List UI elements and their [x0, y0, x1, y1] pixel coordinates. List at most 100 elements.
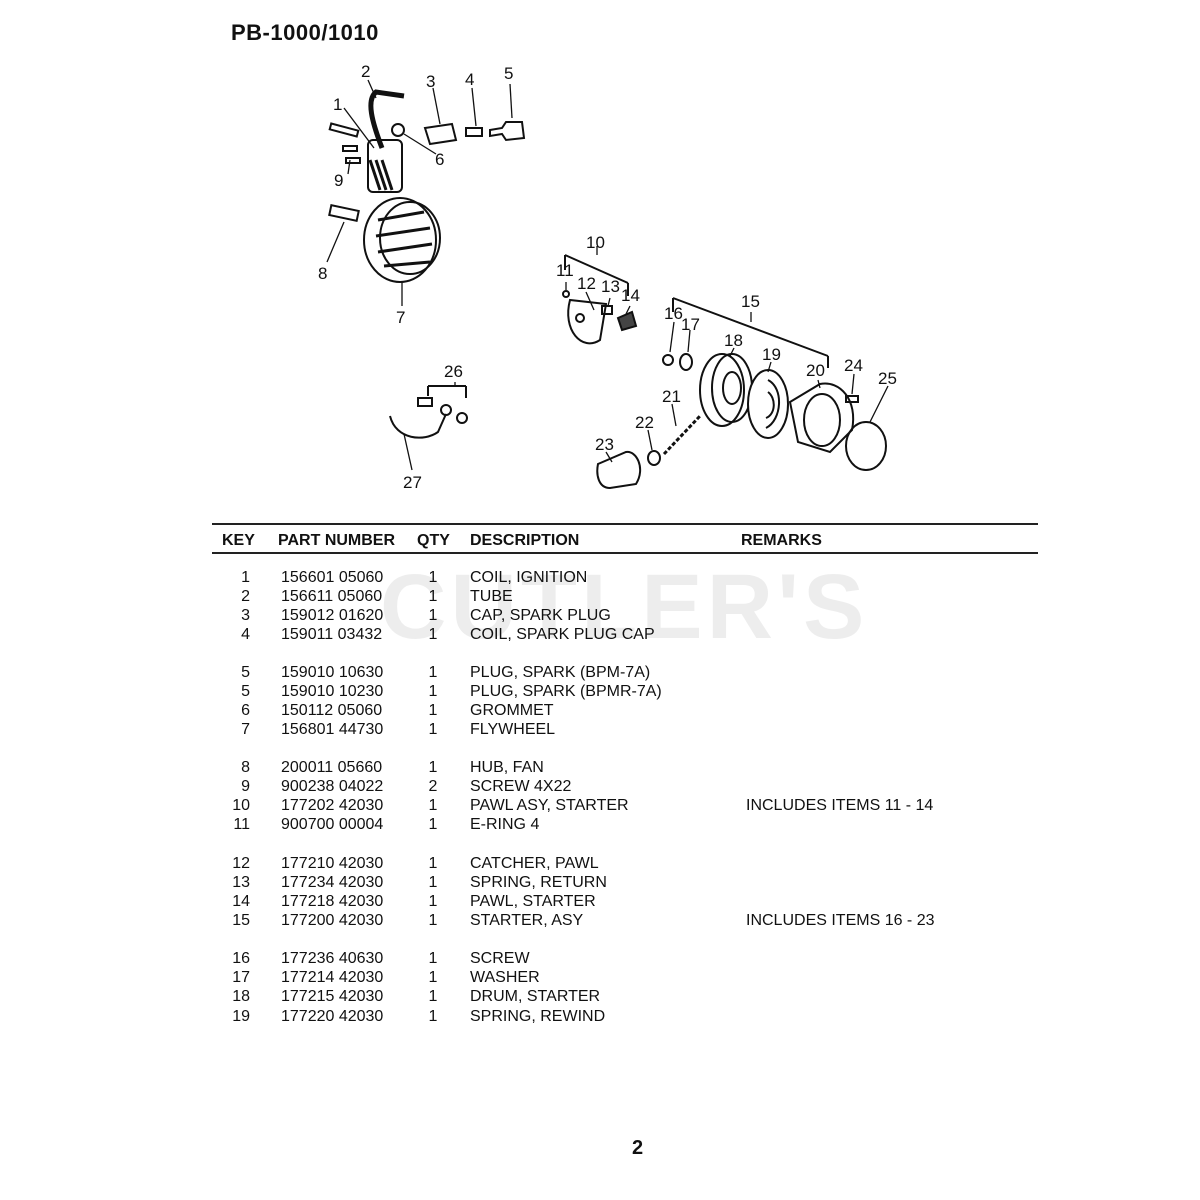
callout-6: 6	[435, 150, 444, 169]
watermark: CUTLER'S	[380, 556, 869, 658]
description-cell: SCREW 4X22	[470, 778, 572, 795]
key-cell: 15	[232, 912, 250, 929]
spark-plug-cap-drawing	[423, 122, 458, 146]
spark-plug-drawing	[489, 121, 526, 142]
part-number-cell: 177218 42030	[281, 893, 384, 910]
part-number-cell: 177202 42030	[281, 797, 384, 814]
qty-cell: 1	[428, 816, 438, 833]
description-cell: CATCHER, PAWL	[470, 855, 599, 872]
starter-rope-drawing	[662, 414, 702, 456]
page-number: 2	[632, 1137, 644, 1159]
part-number-cell: 900700 00004	[281, 816, 384, 833]
description-cell: PAWL, STARTER	[470, 893, 596, 910]
part-number-cell: 177200 42030	[281, 912, 384, 929]
qty-cell: 1	[428, 664, 438, 681]
part-number-cell: 159011 03432	[281, 626, 383, 643]
qty-cell: 1	[428, 912, 438, 929]
part-number-cell: 177214 42030	[281, 969, 384, 986]
key-cell: 19	[232, 1008, 250, 1025]
callout-15: 15	[741, 292, 760, 311]
callout-23: 23	[595, 435, 614, 454]
remarks-cell: INCLUDES ITEMS 16 - 23	[746, 912, 935, 929]
callout-12: 12	[577, 274, 596, 293]
description-cell: DRUM, STARTER	[470, 988, 601, 1005]
starter-handle-drawing	[596, 450, 642, 490]
key-cell: 5	[241, 664, 250, 681]
description-cell: TUBE	[470, 588, 513, 605]
tube-drawing	[368, 89, 405, 149]
part-number-cell: 177234 42030	[281, 874, 384, 891]
switch-nut-drawing	[440, 404, 452, 416]
qty-cell: 1	[428, 969, 438, 986]
key-cell: 13	[232, 874, 250, 891]
cap-coil-drawing	[465, 127, 483, 137]
col-header-qty: QTY	[417, 532, 450, 549]
switch-drawing	[417, 397, 433, 407]
callout-26: 26	[444, 362, 463, 381]
col-header-description: DESCRIPTION	[470, 532, 580, 549]
callout-9: 9	[334, 171, 343, 190]
part-number-cell: 159010 10230	[281, 683, 384, 700]
callout-3: 3	[426, 72, 435, 91]
callout-25: 25	[878, 369, 897, 388]
callout-1: 1	[333, 95, 342, 114]
description-cell: HUB, FAN	[470, 759, 544, 776]
pawl-drawing	[616, 310, 638, 332]
rope-guide-drawing	[647, 450, 661, 466]
callout-21: 21	[662, 387, 681, 406]
part-number-cell: 177220 42030	[281, 1008, 384, 1025]
flywheel-drawing	[363, 197, 441, 283]
description-cell: PLUG, SPARK (BPMR-7A)	[470, 683, 662, 700]
callout-27: 27	[403, 473, 422, 492]
part-number-cell: 150112 05060	[281, 702, 383, 719]
part-number-cell: 156611 05060	[281, 588, 383, 605]
key-cell: 9	[241, 778, 250, 795]
key-cell: 12	[232, 855, 250, 872]
screw-drawing	[345, 157, 361, 164]
callout-2: 2	[361, 62, 370, 81]
stop-wire-drawing	[389, 413, 447, 439]
return-spring-drawing	[601, 305, 613, 315]
table-header-rule	[212, 552, 1038, 554]
screw-drawing	[342, 145, 358, 152]
description-cell: STARTER, ASY	[470, 912, 584, 929]
qty-cell: 1	[428, 950, 438, 967]
starter-case-drawing	[788, 382, 855, 454]
key-cell: 1	[241, 569, 250, 586]
callout-5: 5	[504, 64, 513, 83]
exploded-parts-diagram: 1 2 3 4 5 6 7 8 9 10 11 12 13 14 15 16 1…	[318, 62, 897, 492]
key-cell: 17	[232, 969, 250, 986]
key-cell: 8	[241, 759, 250, 776]
description-cell: COIL, SPARK PLUG CAP	[470, 626, 655, 643]
callout-16: 16	[664, 304, 683, 323]
qty-cell: 1	[428, 759, 438, 776]
key-cell: 7	[241, 721, 250, 738]
rewind-spring-drawing	[747, 369, 789, 439]
qty-cell: 1	[428, 721, 438, 738]
description-cell: E-RING 4	[470, 816, 540, 833]
key-cell: 2	[241, 588, 250, 605]
part-number-cell: 159010 10630	[281, 664, 384, 681]
key-cell: 16	[232, 950, 250, 967]
callout-13: 13	[601, 277, 620, 296]
part-number-cell: 177210 42030	[281, 855, 384, 872]
qty-cell: 1	[428, 683, 438, 700]
key-cell: 18	[232, 988, 250, 1005]
case-screw-drawing	[845, 395, 859, 403]
description-cell: WASHER	[470, 969, 540, 986]
callout-10: 10	[586, 233, 605, 252]
key-cell: 14	[232, 893, 250, 910]
qty-cell: 2	[428, 778, 438, 795]
grommet-drawing	[391, 123, 405, 137]
col-header-remarks: REMARKS	[741, 532, 822, 549]
key-cell: 4	[241, 626, 250, 643]
callout-7: 7	[396, 308, 405, 327]
key-cell: 5	[241, 683, 250, 700]
fan-hub-drawing	[328, 204, 360, 222]
qty-cell: 1	[428, 626, 438, 643]
starter-screw-drawing	[662, 354, 674, 366]
remarks-cell: INCLUDES ITEMS 11 - 14	[746, 797, 934, 814]
callout-18: 18	[724, 331, 743, 350]
description-cell: SCREW	[470, 950, 530, 967]
starter-drum-drawing	[699, 353, 753, 427]
